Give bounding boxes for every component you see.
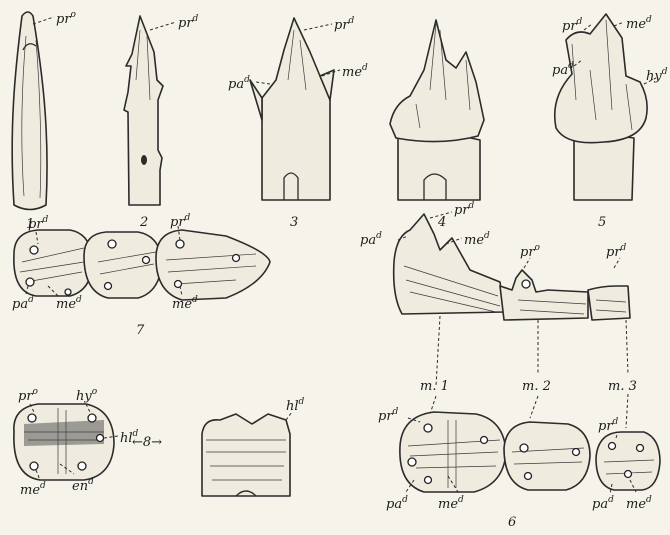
figure-3-tooth — [250, 18, 340, 200]
label-f2-pr: prd — [178, 14, 199, 31]
label-f6-pa-bl: pad — [386, 495, 408, 512]
label-m2: m. 2 — [522, 379, 551, 394]
label-f5-me: med — [626, 15, 652, 32]
label-f6-pa-br: pad — [592, 495, 614, 512]
label-f8-hl2: hld — [286, 397, 305, 414]
figure-number-1: 1 — [26, 217, 34, 232]
figure-number-2: 2 — [139, 215, 148, 230]
label-f6-pa-top: pad — [360, 231, 382, 248]
label-f7-me1: med — [56, 295, 82, 312]
figure-1-tooth — [12, 12, 54, 210]
label-f6-me-br: med — [626, 495, 652, 512]
figure-8-molar — [14, 404, 292, 496]
figure-6-side-view — [394, 212, 630, 428]
label-f8-en: end — [72, 477, 94, 494]
figure-number-6: 6 — [508, 515, 516, 530]
label-f3-me: med — [342, 63, 368, 80]
figure-number-8: ←8→ — [132, 435, 162, 450]
label-f6-pr-mid: pro — [520, 243, 541, 260]
label-f3-pr: prd — [334, 16, 355, 33]
label-f6-me-bl: med — [438, 495, 464, 512]
label-m1: m. 1 — [420, 379, 449, 394]
label-m3: m. 3 — [608, 379, 637, 394]
label-f5-hy: hyd — [646, 67, 668, 84]
label-f6-pr-br: prd — [598, 417, 619, 434]
label-f6-pr-top: prd — [454, 201, 475, 218]
label-f7-pr2: prd — [170, 213, 191, 230]
figure-number-3: 3 — [290, 215, 298, 230]
figure-number-7: 7 — [136, 323, 145, 338]
figure-number-4: 4 — [437, 215, 446, 230]
label-f6-me-top: med — [464, 231, 490, 248]
figure-number-5: 5 — [598, 215, 606, 230]
figure-2-tooth — [124, 16, 176, 205]
label-f3-pa: pad — [228, 75, 250, 92]
figure-5-tooth — [555, 14, 656, 200]
label-f8-hy: hyo — [76, 387, 98, 404]
label-f6-pr-right: prd — [606, 243, 627, 260]
figure-4-tooth — [390, 20, 484, 200]
label-f8-me: med — [20, 481, 46, 498]
label-f8-pr: pro — [18, 387, 39, 404]
figure-6-occlusal-view — [400, 412, 660, 494]
figure-7-molar-row — [14, 226, 270, 300]
label-f1-pr: pro — [56, 10, 77, 27]
label-f6-pr-bl: prd — [378, 407, 399, 424]
label-f7-pa: pad — [12, 295, 34, 312]
label-f7-me2: med — [172, 295, 198, 312]
